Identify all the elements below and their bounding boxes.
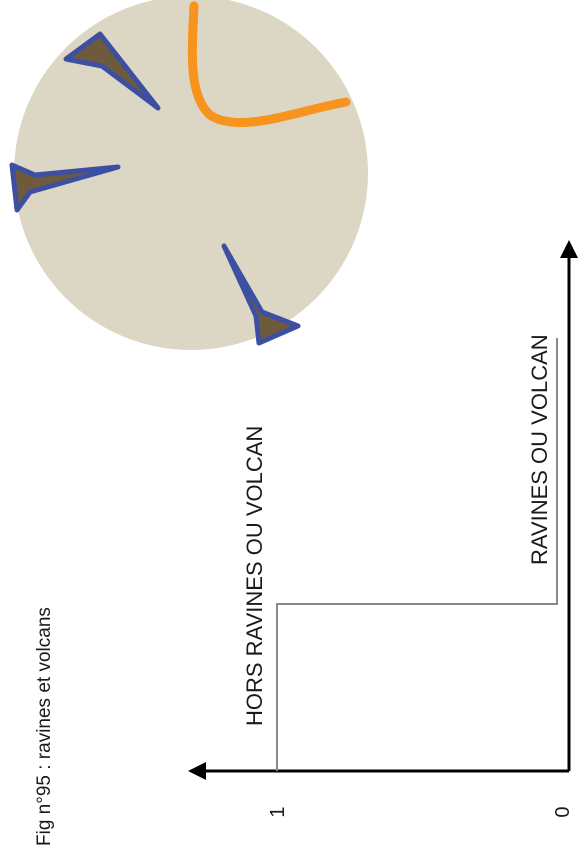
zone-label-low: RAVINES OU VOLCAN	[527, 334, 552, 565]
tick-label-zero: 0	[552, 806, 574, 817]
ravine-symbol-top	[63, 31, 161, 111]
tick-label-one: 1	[267, 806, 289, 817]
horizontal-axis-arrowhead	[188, 762, 206, 780]
zone-label-high: HORS RAVINES OU VOLCAN	[242, 426, 267, 726]
step-line	[276, 338, 558, 771]
figure-caption: Fig n°95 : ravines et volcans	[34, 607, 55, 846]
axes	[188, 240, 578, 780]
orange-curve	[187, 1, 351, 127]
vertical-axis-arrowhead	[560, 240, 578, 258]
terrain-disc	[14, 0, 368, 350]
ravine-symbol-left	[9, 162, 121, 213]
ravine-symbol-right	[221, 243, 301, 346]
